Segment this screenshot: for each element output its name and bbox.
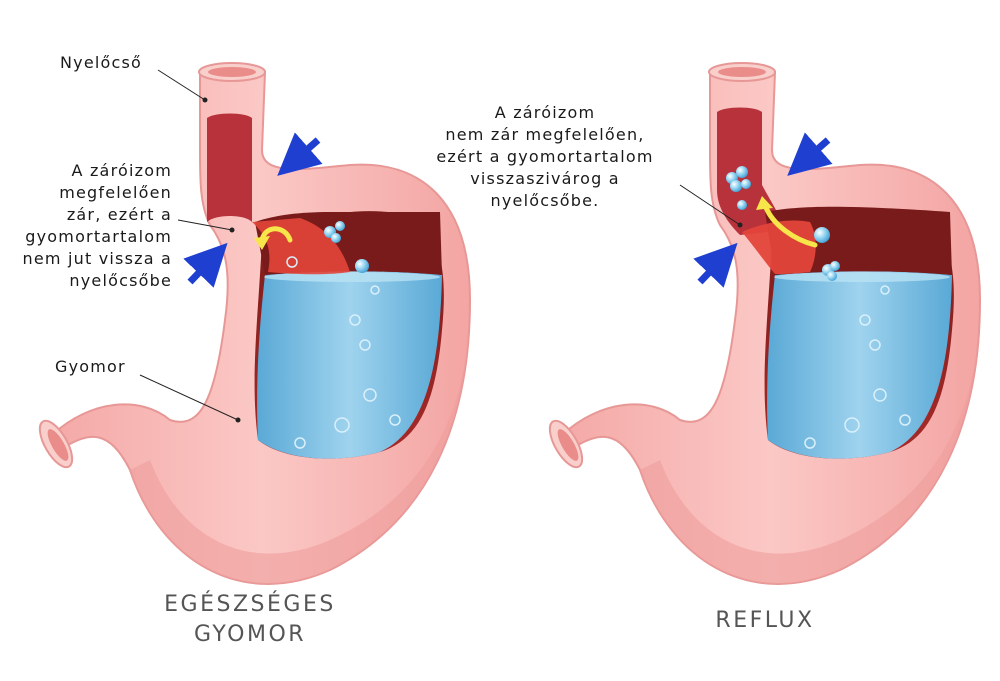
pressure-arrow-icon bbox=[693, 242, 738, 288]
pressure-arrow-icon bbox=[787, 132, 833, 176]
caption-healthy-stomach: EGÉSZSÉGES GYOMOR bbox=[164, 592, 336, 647]
caption-reflux: REFLUX bbox=[715, 608, 815, 633]
label-esophagus: Nyelőcső bbox=[60, 53, 143, 72]
healthy-stomach-illustration bbox=[32, 62, 471, 585]
label-sphincter-healthy: A záróizom megfelelően zár, ezért a gyom… bbox=[22, 161, 172, 290]
pressure-arrow-icon bbox=[183, 242, 228, 288]
label-sphincter-reflux: A záróizom nem zár megfelelően, ezért a … bbox=[436, 103, 654, 210]
pressure-arrow-icon bbox=[277, 132, 323, 176]
label-stomach: Gyomor bbox=[55, 357, 126, 376]
reflux-stomach-illustration bbox=[542, 62, 981, 585]
